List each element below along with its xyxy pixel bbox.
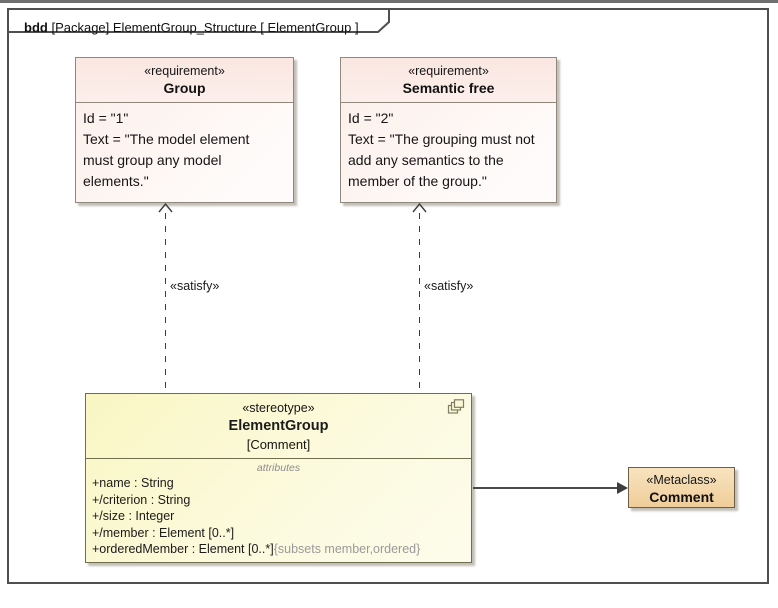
requirement-node-group[interactable]: «requirement» Group Id = "1" Text = "The…: [75, 57, 294, 203]
satisfy-connector-2[interactable]: [419, 213, 420, 393]
attribute-orderedmember-constraint: {subsets member,ordered}: [273, 542, 421, 556]
requirement-group-body: Id = "1" Text = "The model element must …: [76, 103, 293, 192]
requirement-semanticfree-header: «requirement» Semantic free: [341, 58, 556, 103]
metaclass-name: Comment: [649, 489, 714, 505]
satisfy-connector-1[interactable]: [165, 213, 166, 393]
diagram-title: bdd [Package] ElementGroup_Structure [ E…: [24, 20, 359, 35]
stacked-elements-icon: [447, 399, 465, 414]
frame-tab-shape: [7, 8, 390, 33]
extension-arrowhead: [617, 482, 628, 494]
requirement-semanticfree-name: Semantic free: [402, 80, 495, 96]
requirement-group-stereotype: «requirement»: [144, 64, 225, 78]
satisfy-label-1: «satisfy»: [170, 279, 220, 293]
attributes-compartment: +name : String +/criterion : String +/si…: [86, 475, 471, 558]
satisfy-arrowhead-1: [158, 203, 173, 213]
requirement-node-semantic-free[interactable]: «requirement» Semantic free Id = "2" Tex…: [340, 57, 557, 203]
attribute-orderedmember: +orderedMember : Element [0..*]{subsets …: [86, 541, 471, 558]
satisfy-label-2: «satisfy»: [424, 279, 474, 293]
attributes-compartment-label: attributes: [256, 462, 301, 474]
metaclass-node-comment[interactable]: «Metaclass» Comment: [628, 467, 735, 508]
requirement-semanticfree-body: Id = "2" Text = "The grouping must not a…: [341, 103, 556, 192]
satisfy-arrowhead-2: [412, 203, 427, 213]
elementgroup-header: «stereotype» ElementGroup [Comment]: [86, 394, 471, 459]
requirement-group-header: «requirement» Group: [76, 58, 293, 103]
metaclass-stereotype: «Metaclass»: [646, 473, 717, 487]
diagram-title-text: [Package] ElementGroup_Structure [ Eleme…: [51, 20, 359, 35]
requirement-semanticfree-text: Text = "The grouping must not add any se…: [348, 131, 535, 189]
stereotype-node-elementgroup[interactable]: «stereotype» ElementGroup [Comment] attr…: [85, 393, 472, 563]
diagram-kind-keyword: bdd: [24, 20, 48, 35]
attribute-criterion: +/criterion : String: [92, 492, 191, 507]
attribute-name: +name : String: [92, 476, 174, 490]
extension-connector[interactable]: [473, 487, 618, 489]
requirement-group-text: Text = "The model element must group any…: [83, 131, 250, 189]
page-top-edge: [0, 0, 778, 3]
attribute-orderedmember-text: +orderedMember : Element [0..*]: [92, 542, 274, 556]
elementgroup-name: ElementGroup: [228, 418, 329, 434]
elementgroup-stereotype: «stereotype»: [242, 401, 315, 415]
attribute-member: +/member : Element [0..*]: [92, 525, 235, 540]
attribute-size: +/size : Integer: [92, 509, 175, 523]
requirement-semanticfree-stereotype: «requirement»: [408, 64, 489, 78]
requirement-group-id: Id = "1": [83, 110, 129, 126]
frame-title-tab[interactable]: bdd [Package] ElementGroup_Structure [ E…: [7, 8, 391, 35]
requirement-semanticfree-id: Id = "2": [348, 110, 394, 126]
requirement-group-name: Group: [163, 80, 206, 96]
elementgroup-base-class: [Comment]: [246, 437, 311, 452]
